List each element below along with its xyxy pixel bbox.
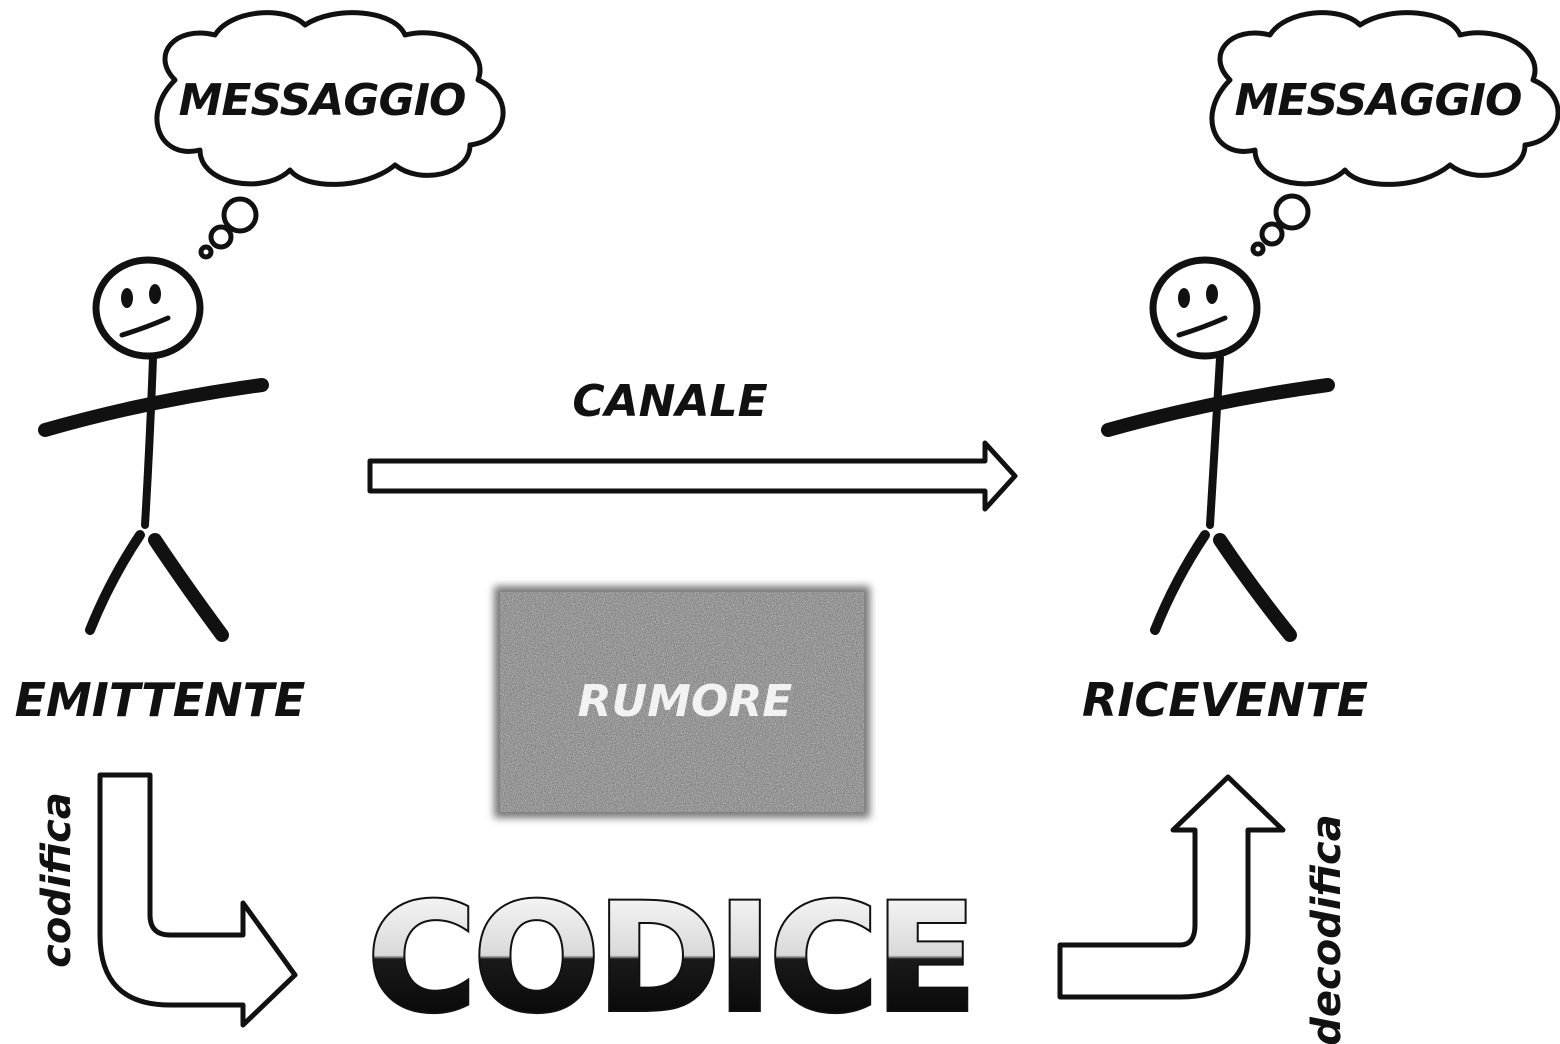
sender-smile [119, 315, 171, 338]
receiver-figure [1101, 256, 1335, 642]
receiver-message-label: MESSAGGIO [1235, 75, 1522, 126]
sender-eye-icon [149, 284, 161, 304]
sender-figure [38, 256, 269, 642]
channel-label: CANALE [572, 376, 767, 427]
noise-box: RUMORE [494, 586, 870, 818]
decode-label: decodifica [1304, 814, 1350, 1044]
sender-label: EMITTENTE [15, 673, 306, 727]
receiver-eye-icon [1178, 288, 1190, 308]
receiver-head [1149, 256, 1261, 360]
code-label: CODICE [367, 872, 973, 1044]
channel-arrow-icon [367, 440, 1018, 512]
receiver-eye-icon [1206, 284, 1218, 304]
decode-arrow-icon [1057, 774, 1286, 1000]
encode-arrow-icon [97, 772, 298, 1028]
receiver-thought-cloud: MESSAGGIO [1209, 10, 1560, 257]
receiver-smile [1176, 315, 1228, 338]
sender-head [92, 256, 204, 360]
sender-eye-icon [121, 288, 133, 308]
sender-message-label: MESSAGGIO [179, 75, 466, 126]
receiver-label: RICEVENTE [1082, 673, 1368, 727]
sender-thought-cloud: MESSAGGIO [154, 10, 506, 260]
noise-label: RUMORE [578, 676, 793, 727]
encode-label: codifica [34, 792, 80, 968]
